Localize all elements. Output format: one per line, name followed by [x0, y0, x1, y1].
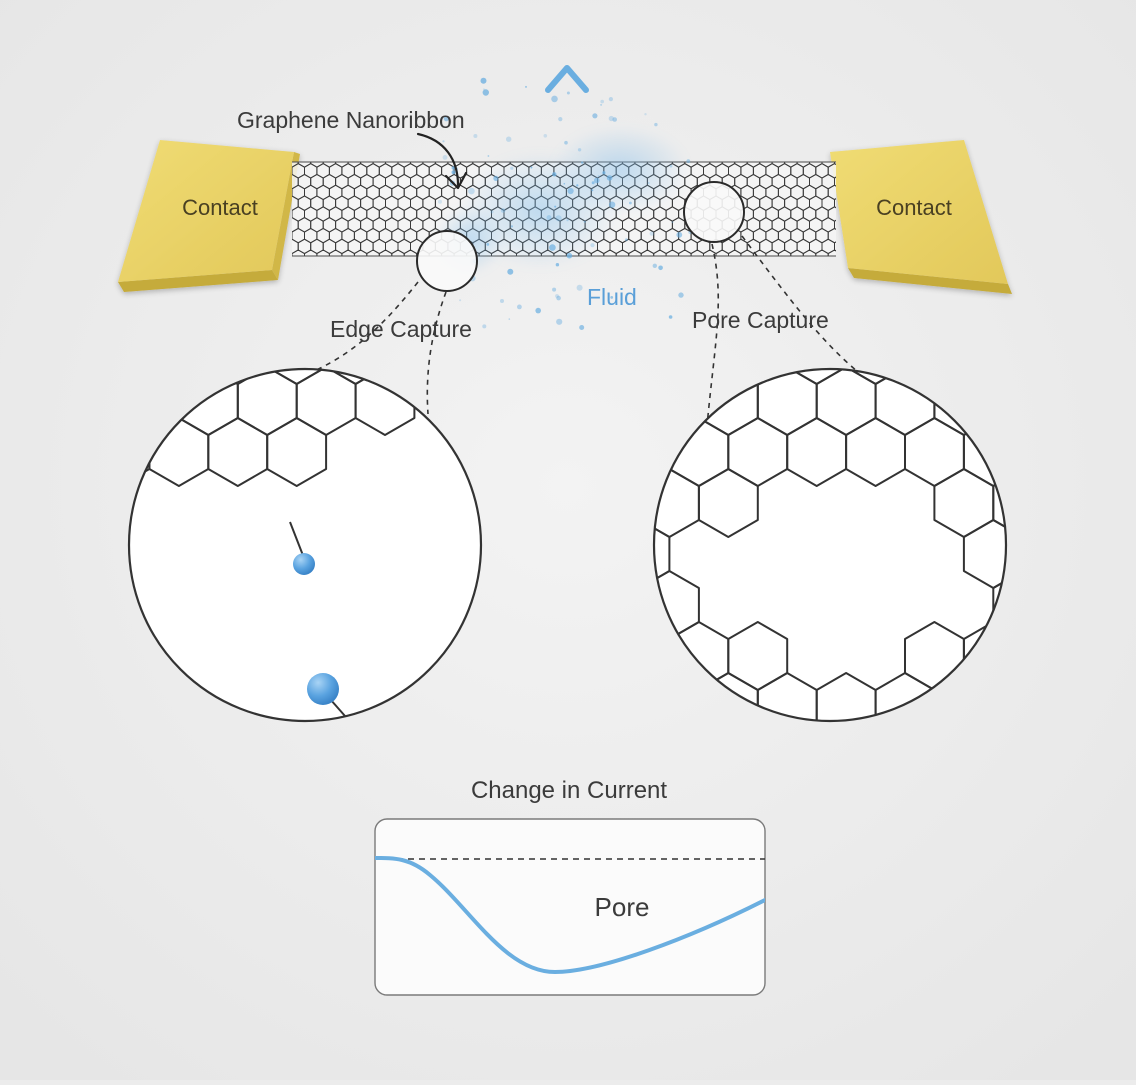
zoom-connectors	[311, 235, 859, 427]
up-arrow-icon	[545, 65, 589, 341]
contact-right-label: Contact	[876, 195, 952, 220]
contact-right: Contact	[830, 140, 1012, 294]
edge-capture-marker	[416, 230, 478, 292]
pore-capture-marker	[683, 181, 745, 243]
current-trace	[375, 856, 765, 975]
edge-capture-label: Edge Capture	[330, 316, 472, 342]
fluid-label: Fluid	[587, 284, 637, 310]
current-graph: Pore	[374, 818, 766, 996]
curved-arrow-icon	[416, 132, 468, 190]
ribbon-label: Graphene Nanoribbon	[237, 107, 465, 133]
graph-title: Change in Current	[471, 777, 667, 804]
blue-sphere-icon	[307, 673, 339, 705]
blue-sphere-icon	[293, 553, 315, 575]
contact-left-label: Contact	[182, 195, 258, 220]
graph-annotation: Pore	[595, 892, 650, 922]
pore-capture-label: Pore Capture	[692, 307, 829, 333]
